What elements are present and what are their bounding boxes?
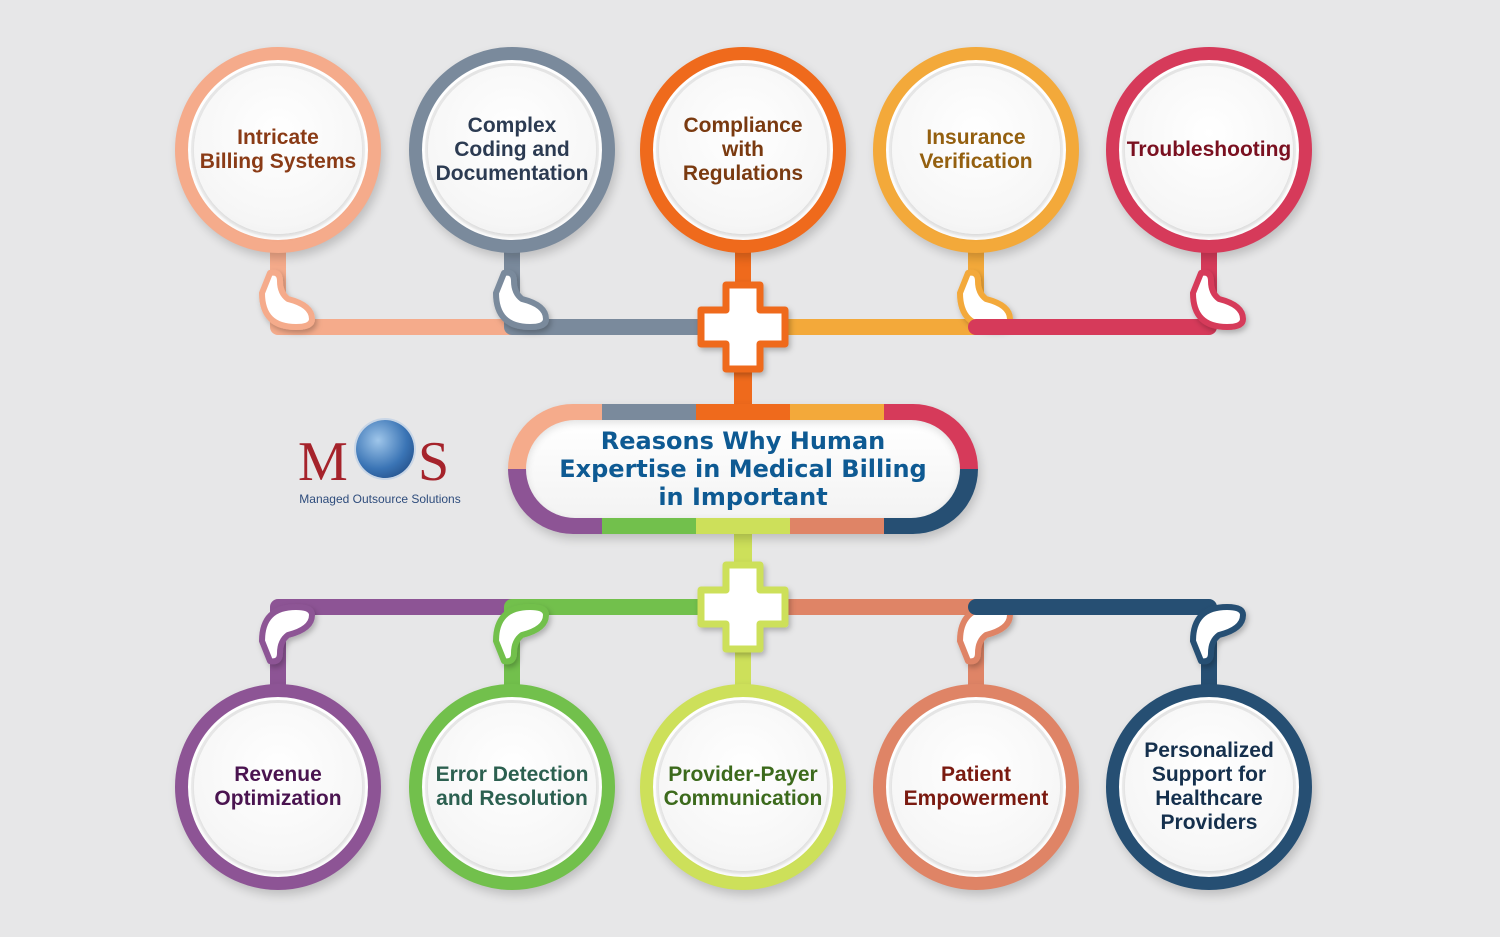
bottom-circle-1: Revenue Optimization xyxy=(175,684,381,890)
top-circle-label-5: Troubleshooting xyxy=(1126,138,1292,161)
top-circle-inner-4: Insurance Verification xyxy=(892,66,1060,234)
top-circle-2: Complex Coding and Documentation xyxy=(409,47,615,253)
title-inner: Reasons Why Human Expertise in Medical B… xyxy=(526,420,960,518)
bottom-circle-inner-1: Revenue Optimization xyxy=(194,703,362,871)
bottom-circle-3: Provider-Payer Communication xyxy=(640,684,846,890)
top-circle-label-3: Compliance with Regulations xyxy=(682,114,804,185)
top-elbow-5 xyxy=(1190,269,1246,330)
top-elbow-2 xyxy=(493,269,549,330)
bottom-circle-inner-2: Error Detection and Resolution xyxy=(428,703,596,871)
globe-icon xyxy=(356,420,414,478)
bottom-circle-inner-4: Patient Empowerment xyxy=(892,703,1060,871)
central-title-box: Reasons Why Human Expertise in Medical B… xyxy=(508,404,978,534)
bottom-circle-label-2: Error Detection and Resolution xyxy=(435,763,589,810)
central-title: Reasons Why Human Expertise in Medical B… xyxy=(559,427,927,511)
bottom-plus-hub xyxy=(697,561,789,653)
top-circle-label-1: Intricate Billing Systems xyxy=(199,126,357,173)
logo-letter-s: S xyxy=(418,431,450,493)
bottom-circle-4: Patient Empowerment xyxy=(873,684,1079,890)
bottom-circle-5: Personalized Support for Healthcare Prov… xyxy=(1106,684,1312,890)
bottom-circle-label-3: Provider-Payer Communication xyxy=(663,763,823,810)
top-circle-inner-5: Troubleshooting xyxy=(1125,66,1293,234)
top-circle-inner-3: Compliance with Regulations xyxy=(659,66,827,234)
top-circle-inner-1: Intricate Billing Systems xyxy=(194,66,362,234)
bottom-circle-inner-5: Personalized Support for Healthcare Prov… xyxy=(1125,703,1293,871)
top-circle-inner-2: Complex Coding and Documentation xyxy=(428,66,596,234)
bottom-elbow-1 xyxy=(259,604,315,665)
top-elbow-1 xyxy=(259,269,315,330)
bottom-circle-label-5: Personalized Support for Healthcare Prov… xyxy=(1144,739,1274,834)
mos-logo: M S Managed Outsource Solutions xyxy=(292,416,468,526)
top-circle-3: Compliance with Regulations xyxy=(640,47,846,253)
bottom-elbow-4 xyxy=(957,604,1013,665)
bottom-circle-label-1: Revenue Optimization xyxy=(214,763,342,810)
bottom-circle-label-4: Patient Empowerment xyxy=(903,763,1049,810)
top-plus-hub xyxy=(697,281,789,373)
top-circle-label-4: Insurance Verification xyxy=(919,126,1033,173)
top-circle-1: Intricate Billing Systems xyxy=(175,47,381,253)
bottom-elbow-2 xyxy=(493,604,549,665)
bottom-circle-2: Error Detection and Resolution xyxy=(409,684,615,890)
top-circle-4: Insurance Verification xyxy=(873,47,1079,253)
top-circle-label-2: Complex Coding and Documentation xyxy=(435,114,589,185)
bottom-circle-inner-3: Provider-Payer Communication xyxy=(659,703,827,871)
logo-tagline: Managed Outsource Solutions xyxy=(299,492,461,506)
top-circle-5: Troubleshooting xyxy=(1106,47,1312,253)
top-elbow-4 xyxy=(957,269,1013,330)
logo-letter-m: M xyxy=(298,431,348,493)
bottom-elbow-5 xyxy=(1190,604,1246,665)
